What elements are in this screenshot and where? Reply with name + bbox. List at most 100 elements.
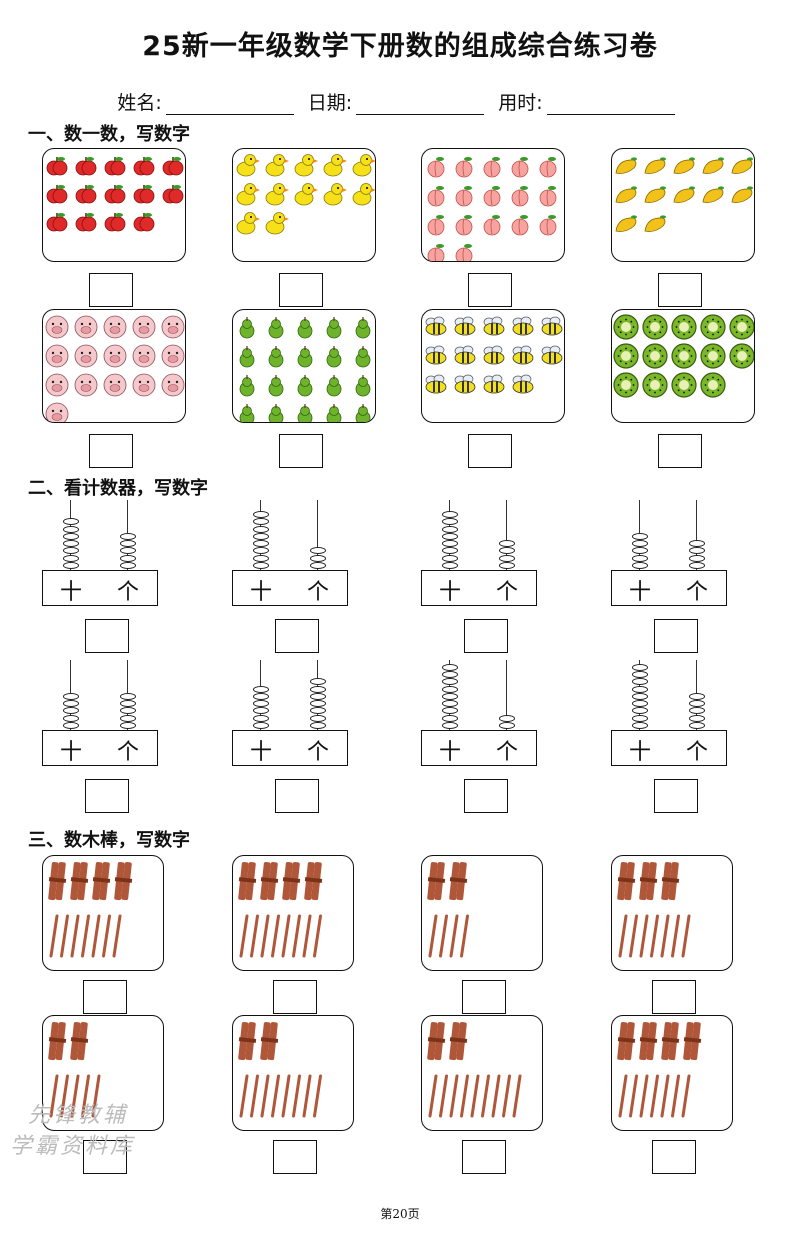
abacus-bead <box>689 554 705 562</box>
peach-icon <box>427 157 445 178</box>
abacus-bead <box>632 663 648 671</box>
abacus-bead <box>120 554 136 562</box>
answer-box[interactable] <box>279 273 323 307</box>
bee-icon <box>512 374 534 394</box>
abacus-base <box>42 570 158 606</box>
pig-icon <box>132 344 156 368</box>
stick-picture-2 <box>232 855 354 971</box>
answer-box[interactable] <box>85 779 129 813</box>
abacus-bead <box>63 692 79 700</box>
abacus-bead <box>632 670 648 678</box>
answer-box[interactable] <box>654 779 698 813</box>
ones-label: 个 <box>306 740 329 765</box>
answer-box[interactable] <box>83 1140 127 1174</box>
apple-icon <box>162 185 184 204</box>
pear-icon <box>268 404 284 422</box>
answer-box[interactable] <box>275 619 319 653</box>
ones-label: 个 <box>306 580 329 605</box>
section-2-heading: 二、看计数器，写数字 <box>28 478 208 499</box>
bee-icon <box>541 316 563 336</box>
abacus-bead <box>689 707 705 715</box>
answer-box[interactable] <box>273 980 317 1014</box>
single-stick-icon <box>671 914 680 958</box>
abacus-bead <box>632 547 648 555</box>
date-field[interactable] <box>356 96 485 115</box>
abacus-bead <box>689 540 705 548</box>
answer-box[interactable] <box>658 434 702 468</box>
chick-icon <box>352 183 375 206</box>
answer-box[interactable] <box>462 980 506 1014</box>
answer-box[interactable] <box>279 434 323 468</box>
abacus-bead <box>442 670 458 678</box>
time-field[interactable] <box>546 96 675 115</box>
abacus-4: 十个 <box>611 498 727 606</box>
answer-box[interactable] <box>468 434 512 468</box>
abacus-bead <box>63 525 79 533</box>
answer-box[interactable] <box>652 1140 696 1174</box>
name-field[interactable] <box>165 96 294 115</box>
kiwi-icon <box>700 343 726 369</box>
abacus-bead <box>442 532 458 540</box>
abacus-bead <box>63 707 79 715</box>
abacus-bead <box>253 692 269 700</box>
single-stick-icon <box>91 914 101 958</box>
stick-bundle-icon <box>617 861 636 901</box>
mango-icon <box>731 157 753 174</box>
single-stick-icon <box>650 914 659 958</box>
answer-box[interactable] <box>83 980 127 1014</box>
pig-icon <box>74 373 98 397</box>
stick-picture-7 <box>421 1015 543 1131</box>
kiwi-icon <box>700 314 726 340</box>
answer-box[interactable] <box>652 980 696 1014</box>
apple-icon <box>104 185 126 204</box>
single-stick-icon <box>502 1074 511 1118</box>
pig-icon <box>45 344 69 368</box>
abacus-bead <box>310 554 326 562</box>
tens-label: 十 <box>249 740 272 765</box>
answer-box[interactable] <box>273 1140 317 1174</box>
chick-icon <box>236 154 260 177</box>
single-stick-icon <box>639 1074 649 1118</box>
student-info: 姓名: 日期: 用时: <box>0 88 800 115</box>
answer-box[interactable] <box>464 619 508 653</box>
counting-picture-bee <box>421 309 565 423</box>
abacus-bead <box>120 540 136 548</box>
mango-icon <box>615 215 637 232</box>
chick-icon <box>236 212 260 235</box>
answer-box[interactable] <box>464 779 508 813</box>
kiwi-icon <box>671 372 697 398</box>
single-stick-icon <box>618 1074 628 1118</box>
answer-box[interactable] <box>89 273 133 307</box>
answer-box[interactable] <box>658 273 702 307</box>
abacus-bead <box>442 692 458 700</box>
abacus-bead <box>120 692 136 700</box>
abacus-bead <box>253 707 269 715</box>
abacus-bead <box>442 518 458 526</box>
pig-icon <box>74 315 98 339</box>
abacus-bead <box>442 510 458 518</box>
ones-label: 个 <box>685 580 708 605</box>
answer-box[interactable] <box>654 619 698 653</box>
answer-box[interactable] <box>462 1140 506 1174</box>
peach-icon <box>455 215 473 236</box>
abacus-base <box>611 730 727 766</box>
kiwi-icon <box>642 314 668 340</box>
watermark-line-2: 学霸资料库 <box>10 1134 136 1159</box>
apple-icon <box>75 185 97 204</box>
ones-label: 个 <box>116 580 139 605</box>
answer-box[interactable] <box>468 273 512 307</box>
bee-icon <box>483 345 505 365</box>
answer-box[interactable] <box>85 619 129 653</box>
apple-icon <box>46 157 68 176</box>
answer-box[interactable] <box>275 779 319 813</box>
single-stick-icon <box>629 914 638 958</box>
tens-label: 十 <box>628 580 651 605</box>
kiwi-icon <box>642 343 668 369</box>
single-stick-icon <box>449 1074 459 1118</box>
abacus-bead <box>253 525 269 533</box>
single-stick-icon <box>439 914 448 958</box>
abacus-bead <box>120 562 136 569</box>
abacus-base <box>42 730 158 766</box>
answer-box[interactable] <box>89 434 133 468</box>
pear-icon <box>355 317 371 339</box>
